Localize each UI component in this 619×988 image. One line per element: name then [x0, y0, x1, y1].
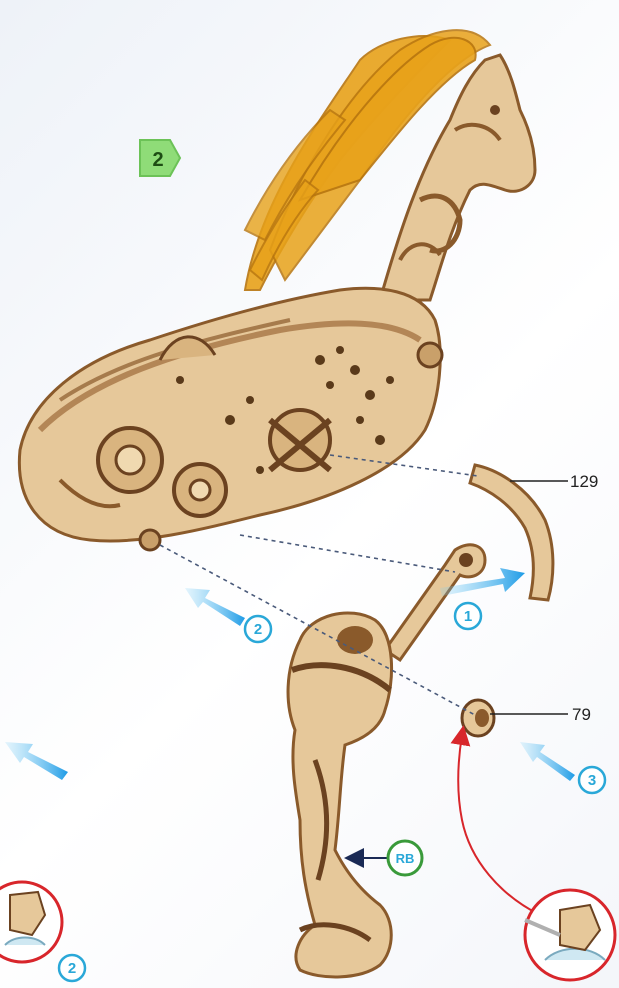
detail-circle-left: [0, 882, 62, 962]
part-79: [462, 700, 494, 736]
svg-text:3: 3: [588, 772, 596, 789]
horse-body: [19, 288, 442, 550]
svg-text:2: 2: [68, 960, 76, 977]
red-curve-arrow: [458, 735, 540, 915]
blue-arrow-3: [520, 742, 575, 781]
label-79: 79: [490, 705, 591, 724]
svg-text:2: 2: [254, 621, 262, 638]
svg-text:129: 129: [570, 472, 598, 491]
step-marker-1: 1: [455, 603, 481, 629]
step-marker-2: 2: [245, 616, 271, 642]
step-badge: 2: [140, 140, 180, 176]
svg-text:79: 79: [572, 705, 591, 724]
detail-circle-right: [525, 890, 615, 980]
rb-marker: RB: [348, 841, 422, 875]
label-129: 129: [510, 472, 598, 491]
step-badge-number: 2: [152, 149, 163, 171]
blue-arrow-left: [5, 742, 68, 780]
corner-step-marker: 2: [59, 955, 85, 981]
step-marker-3: 3: [579, 767, 605, 793]
svg-text:1: 1: [464, 608, 472, 625]
blue-arrow-2: [185, 588, 245, 626]
svg-text:RB: RB: [396, 851, 415, 866]
